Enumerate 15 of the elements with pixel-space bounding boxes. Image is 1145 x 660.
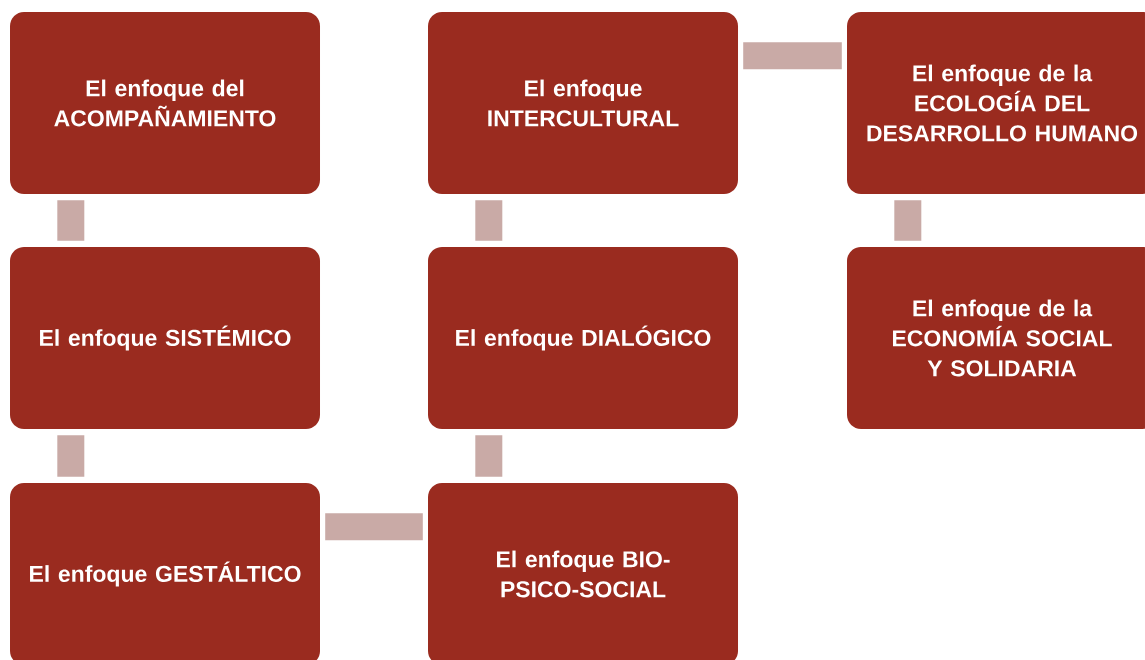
connector-bar xyxy=(475,200,503,241)
connector-bar xyxy=(894,200,922,241)
process-box: El enfoque GESTÁLTICO xyxy=(10,483,320,660)
connector-bar xyxy=(57,435,85,477)
connector-bar xyxy=(57,200,85,241)
process-box: El enfoque BIO-PSICO-SOCIAL xyxy=(428,483,738,660)
connector-bar xyxy=(475,435,503,477)
process-box: El enfoque de la ECONOMÍA SOCIAL Y SOLIDARIA xyxy=(847,247,1145,429)
process-box: El enfoque de la ECOLOGÍA DEL DESARROLLO HUMANO xyxy=(847,12,1145,194)
connector-bar xyxy=(743,42,842,70)
process-box: El enfoque del ACOMPAÑAMIENTO xyxy=(10,12,320,194)
connector-bar xyxy=(325,513,423,541)
process-box: El enfoque SISTÉMICO xyxy=(10,247,320,429)
process-box: El enfoque DIALÓGICO xyxy=(428,247,738,429)
process-box: El enfoque INTERCULTURAL xyxy=(428,12,738,194)
